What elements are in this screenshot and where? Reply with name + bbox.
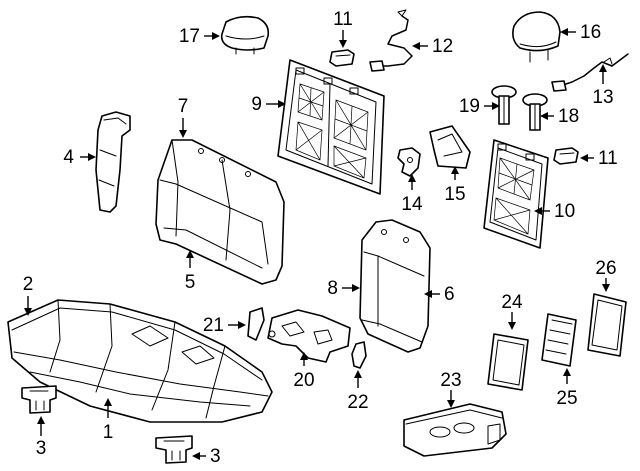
callout-15: 15 bbox=[444, 184, 465, 205]
seatback-small-part bbox=[359, 219, 431, 353]
callout-labels: 1 2 3 3 4 5 6 7 8 9 10 11 11 12 13 14 15… bbox=[23, 9, 618, 467]
callout-9: 9 bbox=[251, 94, 262, 115]
callout-7: 7 bbox=[178, 96, 189, 117]
callout-10: 10 bbox=[554, 201, 575, 222]
callout-17: 17 bbox=[179, 26, 200, 47]
latch-bracket-part bbox=[397, 147, 421, 177]
callout-11-right: 11 bbox=[598, 148, 618, 169]
seatback-frame-large-part bbox=[277, 59, 385, 195]
callout-6: 6 bbox=[444, 284, 455, 305]
cable-right-part bbox=[551, 53, 629, 92]
callout-19: 19 bbox=[459, 96, 480, 117]
latch-small-part bbox=[351, 341, 367, 369]
callout-18: 18 bbox=[558, 106, 579, 127]
armrest-part bbox=[403, 403, 507, 457]
callout-16: 16 bbox=[580, 22, 601, 43]
side-bolster-part bbox=[95, 111, 131, 213]
callout-20: 20 bbox=[293, 370, 314, 391]
guide-bracket-part bbox=[429, 125, 471, 169]
callout-leaders bbox=[24, 28, 610, 460]
callout-14: 14 bbox=[401, 194, 423, 215]
hook-right-part bbox=[155, 435, 193, 464]
trim-panel-24-part bbox=[487, 333, 529, 391]
callout-3-right: 3 bbox=[210, 446, 221, 467]
callout-4: 4 bbox=[63, 147, 74, 168]
callout-24: 24 bbox=[501, 292, 523, 313]
callout-5: 5 bbox=[185, 272, 196, 293]
cable-top-part bbox=[369, 9, 413, 72]
side-bracket-part bbox=[247, 307, 265, 341]
trim-panel-26-part bbox=[587, 293, 627, 357]
callout-25: 25 bbox=[556, 388, 577, 409]
guide-sleeve-right-part bbox=[522, 93, 548, 131]
hook-left-part bbox=[21, 385, 57, 414]
callout-12: 12 bbox=[432, 36, 453, 57]
callout-3-left: 3 bbox=[36, 438, 47, 459]
callout-21: 21 bbox=[203, 315, 224, 336]
guide-sleeve-left-part bbox=[491, 85, 517, 125]
clip-right-part bbox=[553, 147, 579, 165]
callout-13: 13 bbox=[592, 87, 613, 108]
seatback-frame-small-part bbox=[483, 139, 549, 249]
callout-1: 1 bbox=[103, 422, 114, 443]
callout-23: 23 bbox=[440, 370, 461, 391]
seatback-large-part bbox=[155, 139, 285, 285]
callout-2: 2 bbox=[23, 274, 34, 295]
center-bracket-part bbox=[267, 309, 351, 363]
callout-11-top: 11 bbox=[333, 9, 353, 30]
headrest-left-part bbox=[220, 15, 270, 55]
trim-panel-25-part bbox=[541, 313, 577, 367]
headrest-right-part bbox=[512, 11, 561, 63]
callout-26: 26 bbox=[595, 258, 616, 279]
clip-top-part bbox=[329, 49, 355, 67]
callout-8: 8 bbox=[327, 278, 338, 299]
callout-22: 22 bbox=[347, 392, 368, 413]
